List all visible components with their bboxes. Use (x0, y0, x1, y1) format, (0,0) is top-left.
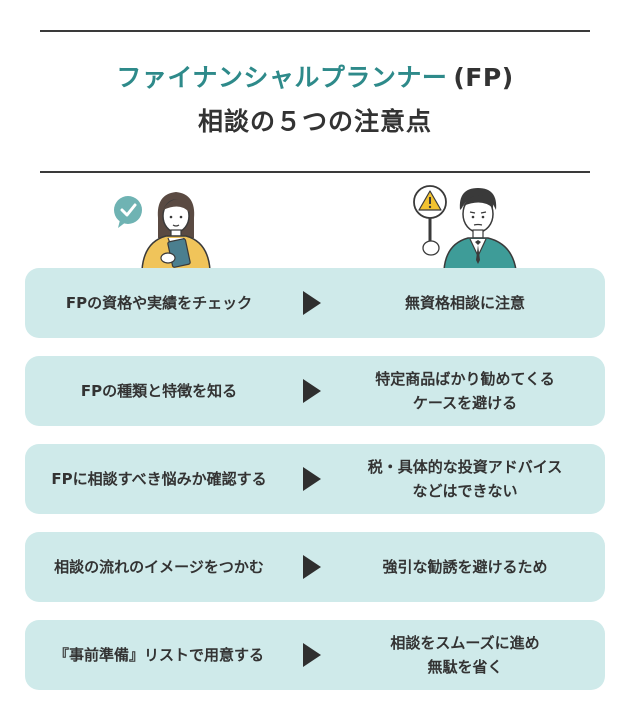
list-item: 『事前準備』リストで用意する 相談をスムーズに進め 無駄を省く (25, 620, 605, 690)
title-suffix: (FP) (453, 63, 514, 92)
list-item: 相談の流れのイメージをつかむ 強引な勧誘を避けるため (25, 532, 605, 602)
row-left-text: 『事前準備』リストで用意する (53, 646, 264, 664)
woman-with-phone-illustration (114, 192, 211, 270)
row-right-text: 強引な勧誘を避けるため (382, 558, 548, 576)
row-left-text: FPの種類と特徴を知る (80, 382, 238, 400)
arrow-right-icon (303, 291, 321, 315)
comparison-rows: FPの資格や実績をチェック 無資格相談に注意 FPの種類と特徴を知る 特定商品ば… (25, 268, 605, 708)
warning-sign-icon (413, 185, 447, 246)
top-divider (40, 30, 590, 32)
list-item: FPの資格や実績をチェック 無資格相談に注意 (25, 268, 605, 338)
check-bubble-icon (114, 196, 142, 228)
man-with-warning-sign-illustration (413, 185, 517, 270)
row-right-text: 特定商品ばかり勧めてくる ケースを避ける (375, 370, 555, 412)
arrow-right-icon (303, 643, 321, 667)
row-right-text: 税・具体的な投資アドバイス などはできない (367, 458, 563, 500)
title-block: ファイナンシャルプランナー(FP) 相談の５つの注意点 (0, 58, 630, 142)
bottom-divider (40, 171, 590, 173)
row-left-text: 相談の流れのイメージをつかむ (54, 558, 264, 576)
list-item: FPの種類と特徴を知る 特定商品ばかり勧めてくる ケースを避ける (25, 356, 605, 426)
title-line-1: ファイナンシャルプランナー(FP) (0, 58, 630, 98)
list-item: FPに相談すべき悩みか確認する 税・具体的な投資アドバイス などはできない (25, 444, 605, 514)
row-left-text: FPの資格や実績をチェック (65, 294, 253, 312)
arrow-right-icon (303, 555, 321, 579)
arrow-right-icon (303, 467, 321, 491)
title-main: ファイナンシャルプランナー (116, 63, 448, 92)
row-right-text: 無資格相談に注意 (404, 294, 525, 312)
row-left-text: FPに相談すべき悩みか確認する (51, 470, 267, 488)
arrow-right-icon (303, 379, 321, 403)
row-right-text: 相談をスムーズに進め 無駄を省く (390, 634, 540, 676)
title-line-2: 相談の５つの注意点 (197, 107, 432, 136)
